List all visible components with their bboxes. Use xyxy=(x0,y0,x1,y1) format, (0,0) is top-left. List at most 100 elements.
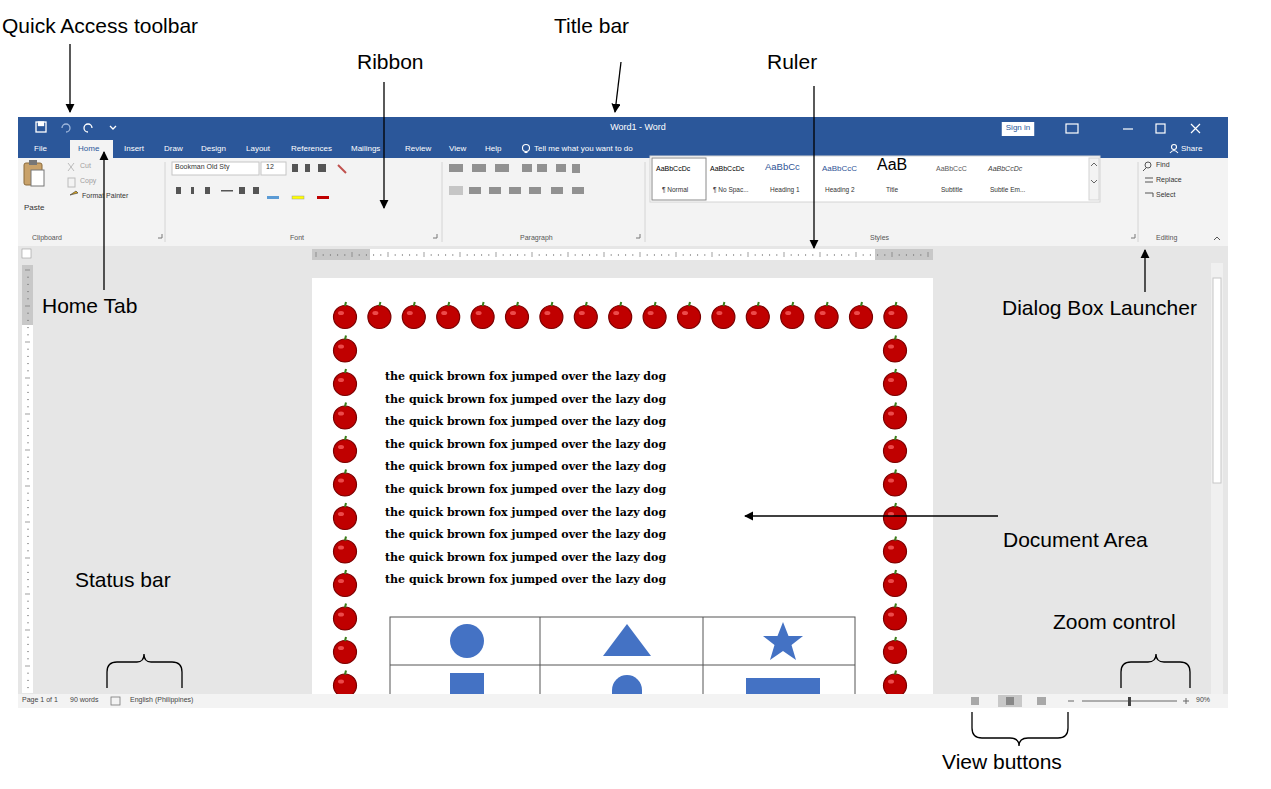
ruler-tick xyxy=(431,254,432,256)
ruler-tick xyxy=(27,644,29,645)
ruler-tick xyxy=(798,254,799,256)
font-name-box: Bookman Old Sty xyxy=(175,163,229,171)
ruler-tick xyxy=(27,284,29,285)
leader-ruler xyxy=(813,86,814,248)
home-tab-selected xyxy=(70,140,113,158)
ruler-tick xyxy=(460,252,461,257)
clipboard-icons xyxy=(24,160,162,238)
leader-home-tab xyxy=(103,152,104,290)
style-sample: AaBbCcDc xyxy=(656,165,690,173)
ruler-tick xyxy=(668,254,669,256)
ruler-tick xyxy=(748,252,749,257)
window xyxy=(18,117,1228,708)
callout-label: Document Area xyxy=(1003,528,1148,552)
vertical-ruler xyxy=(22,265,33,693)
ruler-tick xyxy=(366,254,367,256)
ruler-tick xyxy=(373,254,374,256)
ruler-tick xyxy=(25,306,30,307)
style-name: Subtitle xyxy=(941,186,963,193)
ruler-tick xyxy=(827,254,828,256)
leader-dialog-launcher xyxy=(1144,250,1145,292)
apple-border-art xyxy=(334,637,357,664)
leader-document-area xyxy=(745,515,998,516)
ruler-tick xyxy=(27,291,29,292)
ruler-tick xyxy=(539,254,540,256)
tab-label: Design xyxy=(201,144,226,153)
apple-border-art xyxy=(334,470,357,497)
ruler-tick xyxy=(755,254,756,256)
apple-border-art xyxy=(850,302,873,329)
leader-quick-access xyxy=(69,44,70,112)
ruler-tick xyxy=(762,254,763,256)
ruler-tick xyxy=(27,457,29,458)
style-sample: AaBbCcDc xyxy=(988,165,1022,173)
ruler-tick xyxy=(467,254,468,256)
ruler-tick xyxy=(27,320,29,321)
ruler-tick xyxy=(27,579,29,580)
ruler-tick xyxy=(27,277,29,278)
ruler-tick xyxy=(25,558,30,559)
ruler-tick xyxy=(776,254,777,256)
style-sample: AaBbCcDc xyxy=(710,165,744,173)
apple-border-art xyxy=(781,302,804,329)
ruler-tick xyxy=(27,471,29,472)
ruler-tick xyxy=(27,651,29,652)
callout-label: Status bar xyxy=(75,568,171,592)
style-name: Subtle Em... xyxy=(990,186,1025,193)
group-label: Paragraph xyxy=(520,234,553,242)
ruler-tick xyxy=(632,254,633,256)
apple-border-art xyxy=(643,302,666,329)
ruler-tick xyxy=(27,500,29,501)
apple-border-art xyxy=(678,302,701,329)
title-bar xyxy=(18,117,1228,158)
ruler-tick xyxy=(791,254,792,256)
ruler-tick xyxy=(856,252,857,257)
tab-label: Insert xyxy=(124,144,144,153)
ruler-tick xyxy=(452,254,453,256)
ruler-tick xyxy=(654,254,655,256)
ruler-tick xyxy=(27,442,29,443)
ruler-tick xyxy=(820,252,821,257)
apple-border-art xyxy=(334,671,357,695)
vertical-ruler-text-area xyxy=(22,325,33,693)
share-icon xyxy=(1170,145,1178,154)
group-label: Font xyxy=(290,234,304,242)
ruler-ticks xyxy=(316,252,928,257)
style-sample: AaBbCc xyxy=(765,162,800,173)
ruler-tick xyxy=(424,252,425,257)
ruler-tick xyxy=(589,254,590,256)
document-text: the quick brown fox jumped over the lazy… xyxy=(385,507,666,520)
ruler-tick xyxy=(884,254,885,256)
document-text: the quick brown fox jumped over the lazy… xyxy=(385,529,666,542)
ruler-tick xyxy=(510,254,511,256)
tab-label: Layout xyxy=(246,144,270,153)
callout-label: Dialog Box Launcher xyxy=(1002,296,1197,320)
ruler-tick xyxy=(27,356,29,357)
ruler-tick xyxy=(27,680,29,681)
ruler-tick xyxy=(27,565,29,566)
ruler-tick xyxy=(906,254,907,256)
callout-label: Zoom control xyxy=(1053,610,1176,634)
apple-border-art xyxy=(334,570,357,597)
ruler-tick xyxy=(704,254,705,256)
quick-access-icons xyxy=(36,122,116,132)
ruler-tick xyxy=(438,254,439,256)
ruler-tick xyxy=(27,406,29,407)
ruler-tick xyxy=(27,601,29,602)
ruler-tick xyxy=(740,254,741,256)
ruler-tick xyxy=(841,254,842,256)
apple-border-art xyxy=(884,336,907,363)
leader-title-bar xyxy=(615,62,621,112)
ruler-tick xyxy=(409,254,410,256)
ruler-tick xyxy=(388,252,389,257)
ruler-tick xyxy=(416,254,417,256)
apple-border-art xyxy=(540,302,563,329)
brackets xyxy=(107,654,1190,746)
button-label: Cut xyxy=(80,162,91,170)
apple-border-art xyxy=(884,570,907,597)
apple-border-art xyxy=(884,403,907,430)
ruler-tick xyxy=(25,486,30,487)
ruler-tick xyxy=(920,254,921,256)
proofing-icon xyxy=(111,697,120,705)
ruler-tick xyxy=(474,254,475,256)
